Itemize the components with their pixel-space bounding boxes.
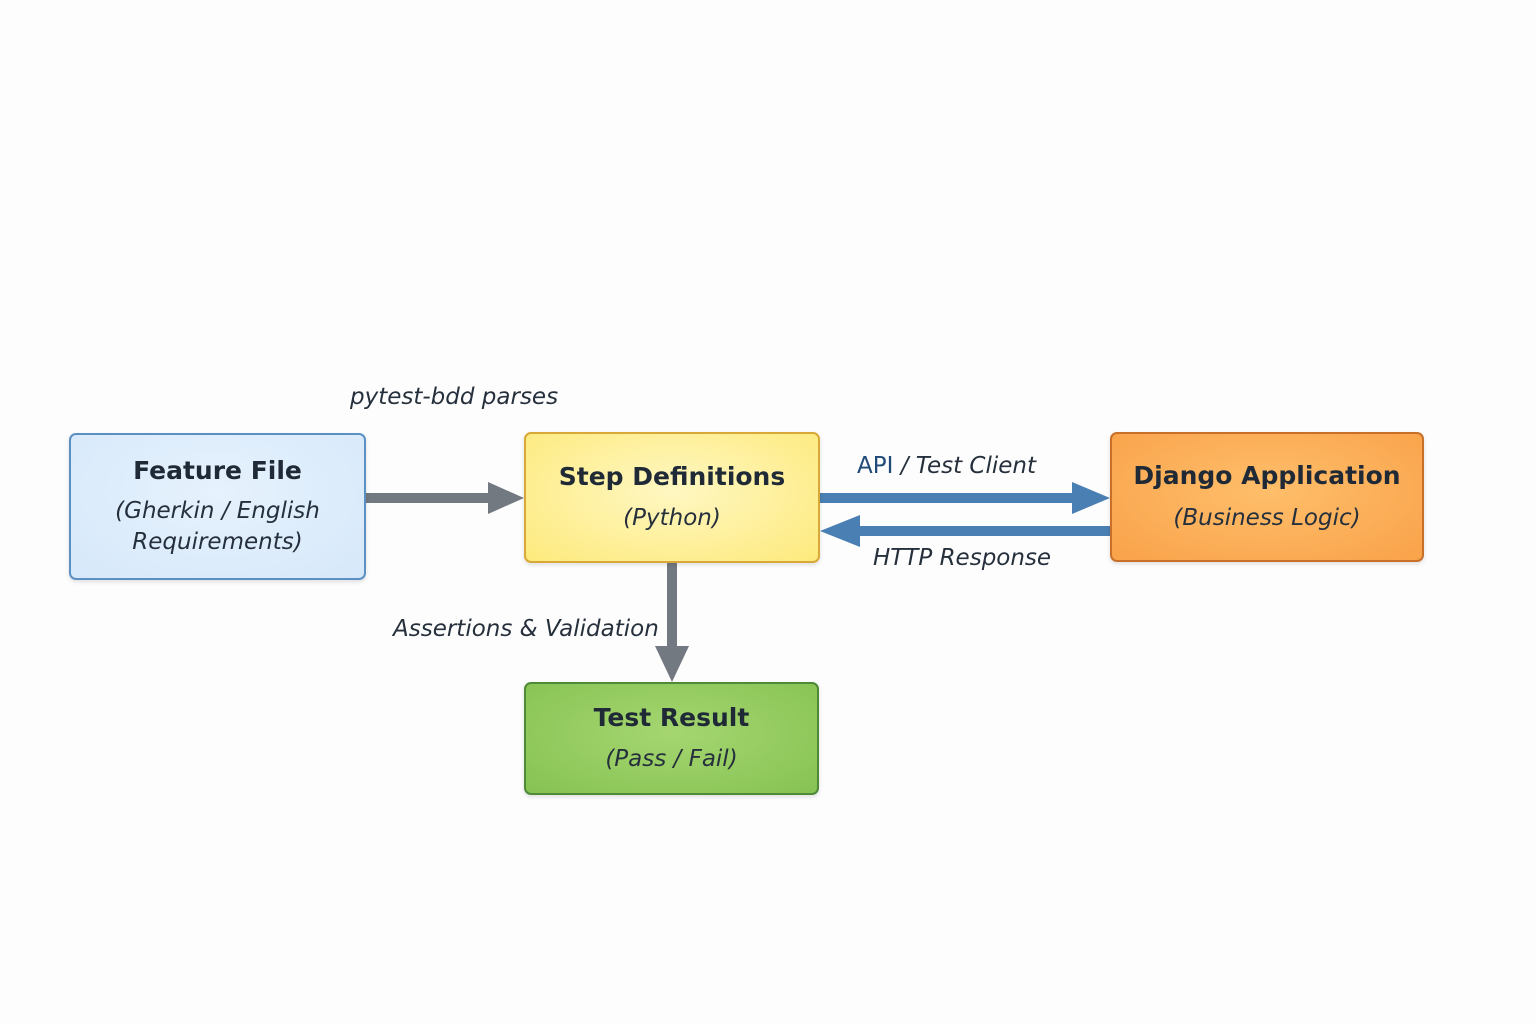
arrow-parses: [366, 482, 524, 514]
feature-file-title: Feature File: [133, 455, 302, 485]
arrow-http-response: [820, 515, 1110, 547]
step-definitions-subtitle: (Python): [623, 504, 721, 531]
feature-file-subtitle: (Gherkin / English Requirements): [115, 498, 320, 556]
test-result-node: Test Result (Pass / Fail): [524, 682, 819, 795]
step-definitions-title: Step Definitions: [558, 462, 786, 492]
feature-file-node: Feature File (Gherkin / English Requirem…: [69, 433, 366, 580]
arrow-assertions: [655, 563, 689, 682]
api-request-label-prefix: API: [857, 453, 894, 479]
parses-label: pytest-bdd parses: [350, 384, 559, 410]
http-response-label: HTTP Response: [873, 545, 1052, 571]
django-application-node: Django Application (Business Logic): [1110, 432, 1424, 562]
api-request-label-rest: / Test Client: [893, 453, 1037, 479]
step-definitions-node: Step Definitions (Python): [524, 432, 820, 563]
django-application-title: Django Application: [1133, 460, 1401, 490]
test-result-subtitle: (Pass / Fail): [605, 745, 738, 772]
test-result-title: Test Result: [593, 703, 750, 733]
arrow-api-request: [820, 482, 1110, 514]
django-application-subtitle: (Business Logic): [1173, 505, 1361, 532]
assertions-label: Assertions & Validation: [393, 616, 659, 642]
api-request-label: API / Test Client: [857, 453, 1036, 479]
